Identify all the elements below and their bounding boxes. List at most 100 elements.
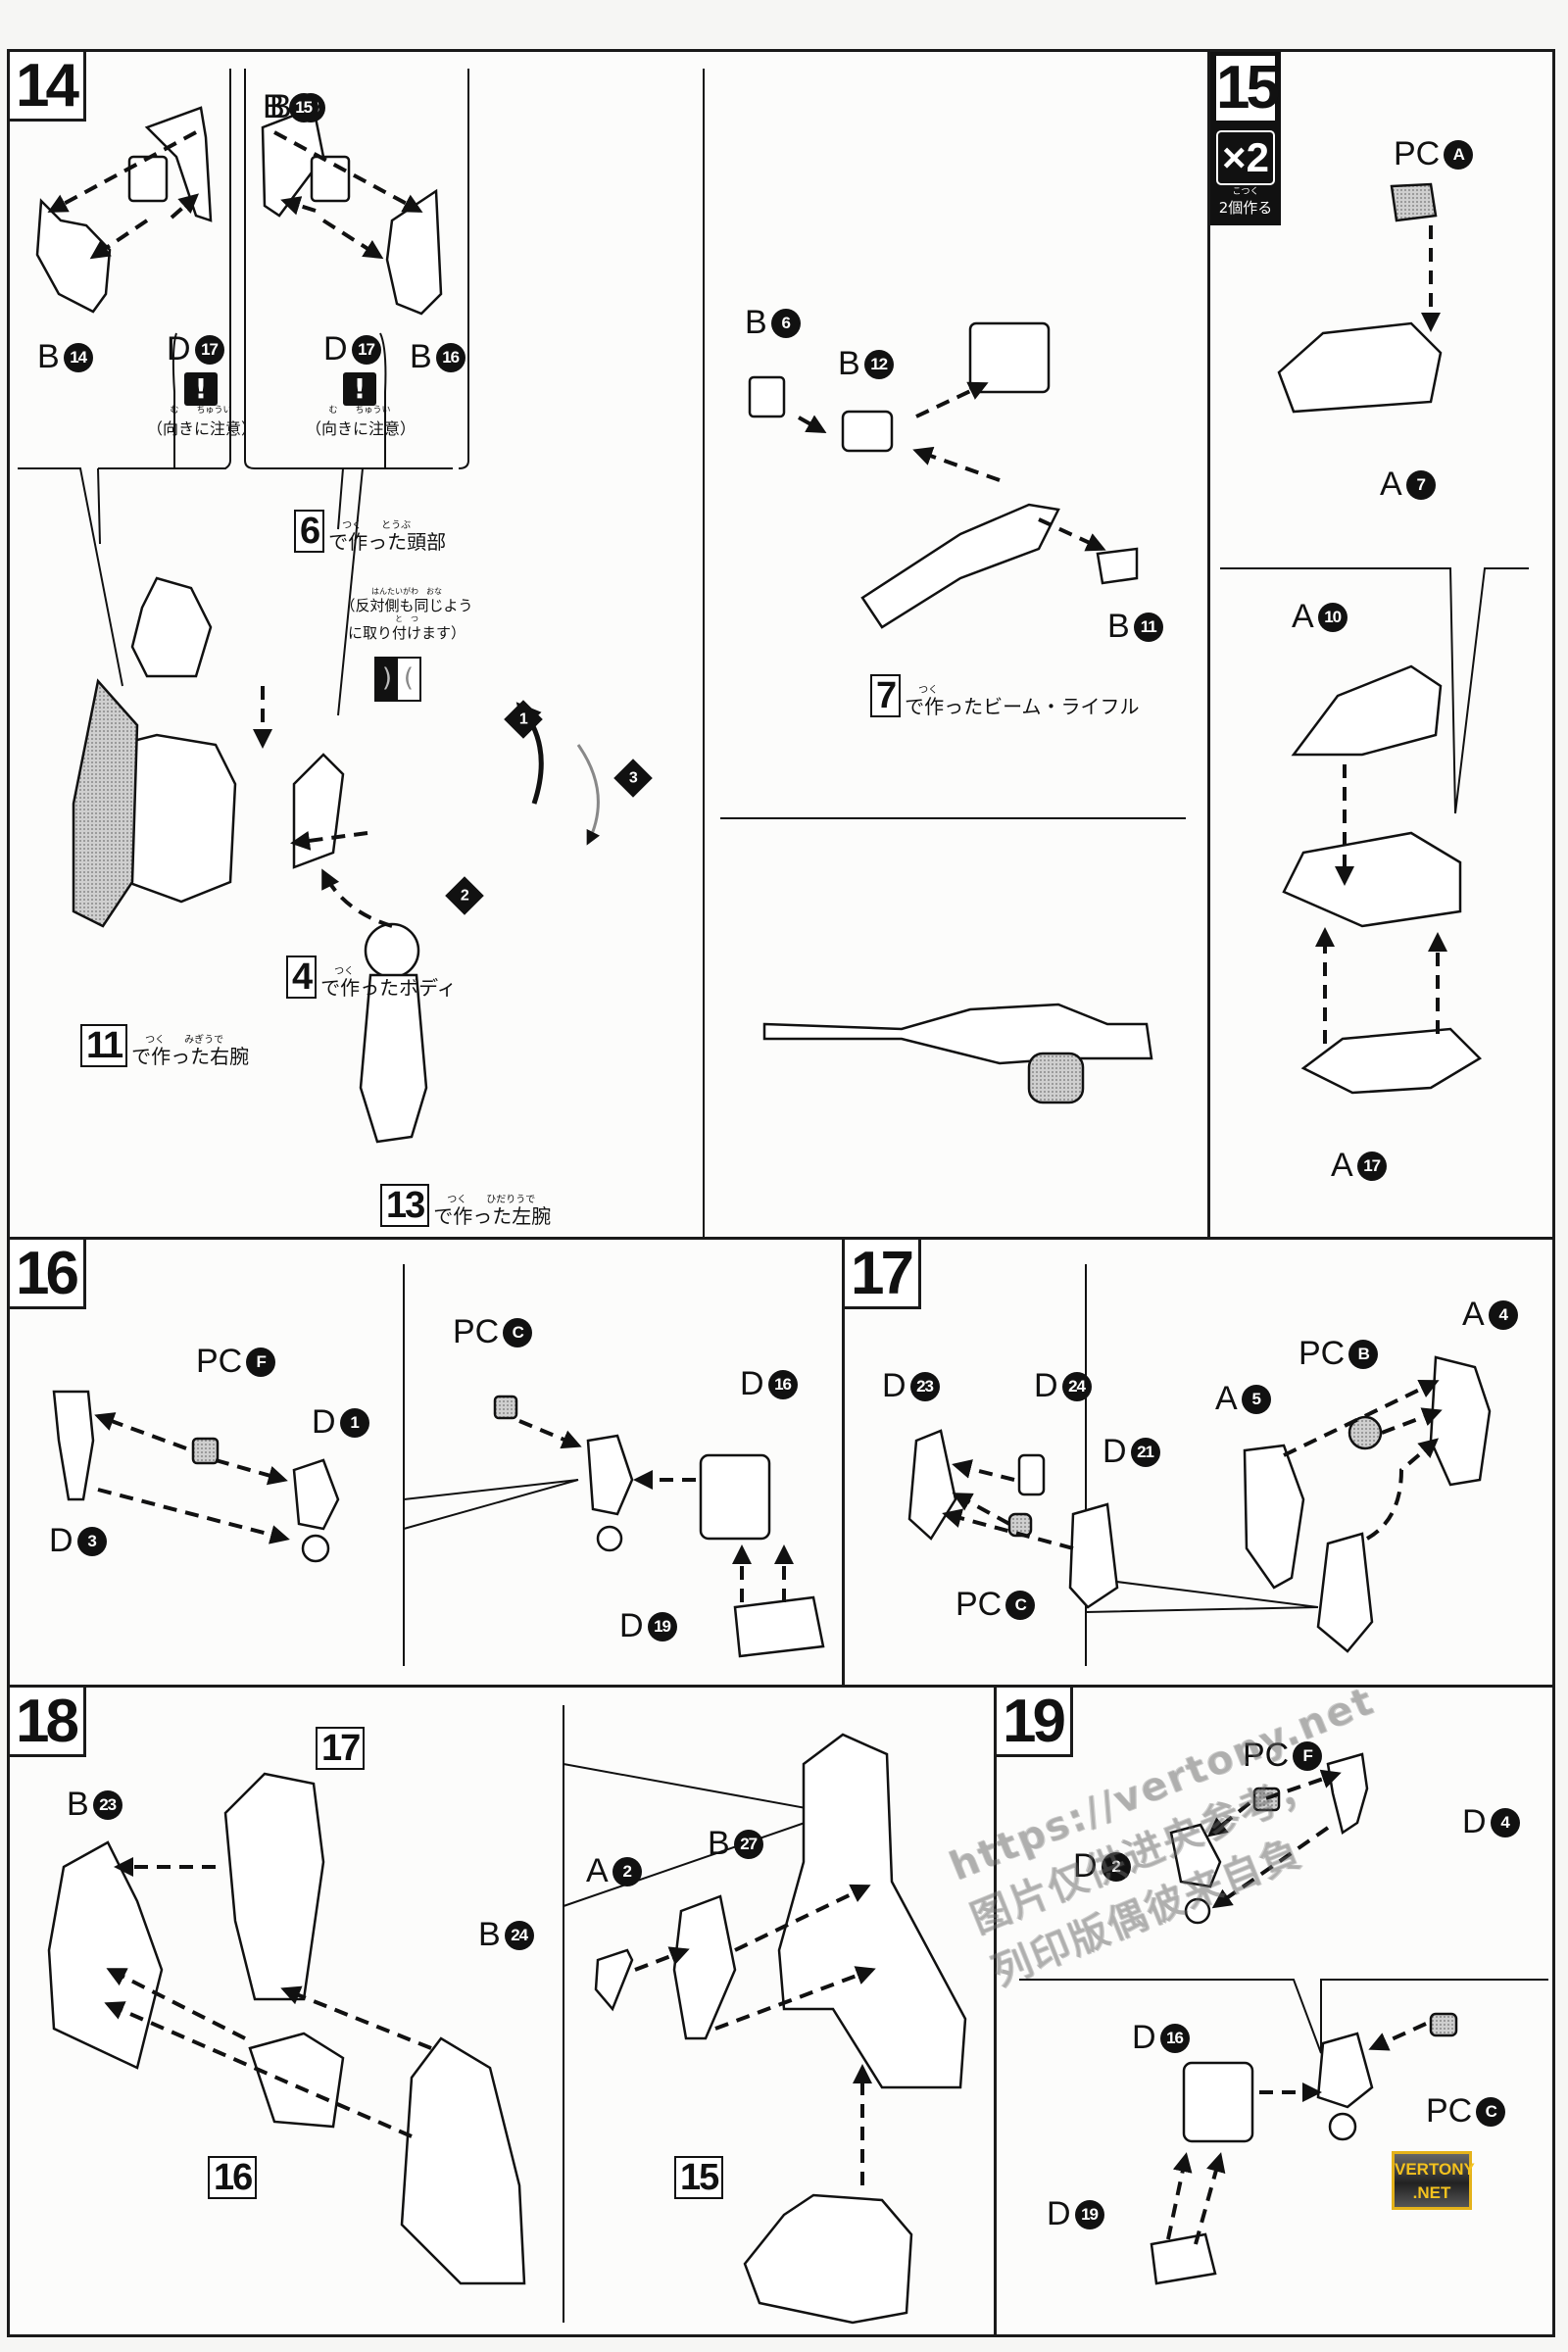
part-D23 [907,1429,957,1541]
part-B27 [672,1894,737,2040]
part-PCF [191,1437,220,1465]
part-D4 [1326,1752,1369,1836]
part-torso-core [223,1772,325,2001]
step-14-panel: 14 [7,49,1210,1240]
divider-line [98,69,231,469]
part-shoulder-armor [292,753,345,869]
part-B12 [841,410,894,453]
ball-joint [596,1525,623,1552]
callout-line [337,467,453,716]
divider-line [244,69,453,469]
orientation-caution: ! む ちゅうい （向きに注意） [147,372,258,438]
part-D3 [52,1390,95,1501]
part-B13 [144,106,213,222]
part-B23 [47,1840,164,2070]
part-right-arm [72,678,139,928]
assembled-rifle [762,1003,1153,1065]
ball-joint [1184,1897,1211,1925]
exclamation-icon: ! [184,372,218,406]
part-A4 [1429,1355,1492,1487]
mirror-note: はんたいがわ おな （反対側も同じよう と つ に取り付けます） [340,587,473,643]
part-A5 [1243,1444,1305,1590]
exclamation-icon: ! [343,372,376,406]
part-base-assembled [743,2193,913,2325]
part-PCA [1390,182,1438,222]
part-A17 [1300,1027,1483,1095]
part-B11 [1096,547,1139,585]
ball-joint [1328,2112,1357,2141]
part-B24 [400,2036,526,2285]
ref-step-17: 17 [316,1727,366,1770]
orientation-caution: ! む ちゅうい （向きに注意） [306,372,416,438]
ref-right-arm-from-step-11: 11 つく みぎうでで作った右腕 [80,1024,249,1067]
part-D24 [1017,1453,1046,1496]
part-head [130,576,213,678]
part-PCC [1429,2012,1458,2037]
rotate-arrow [576,744,601,846]
vertony-logo-badge: VERTONY .NET [1392,2151,1475,2210]
hip-joint [1316,2032,1374,2109]
part-PCB [1348,1415,1383,1450]
part-B16 [385,188,443,316]
part-D16 [1182,2061,1254,2143]
step-number: 19 [997,1688,1073,1757]
part-D2 [1169,1823,1222,1888]
step-number: 15 [1216,54,1280,122]
step-15-panel: 15 ×2 こつく 2個作る [1207,49,1555,1240]
step-number: 14 [10,52,86,122]
part-rifle [860,503,1060,629]
part-A10 [1291,664,1443,757]
callout-line [1220,567,1529,814]
ref-step-16: 16 [208,2156,258,2199]
part-A2 [594,1948,634,2012]
ref-head-from-step-6: 6 つく とうぶで作った頭部 [294,510,446,553]
part-left-arm [359,973,428,1144]
part-D17 [310,155,351,203]
ref-step-15: 15 [674,2156,724,2199]
part-A7 [1277,321,1443,414]
divider-line [458,69,469,469]
part-torso-assembled [777,1733,967,2089]
mirror-side-icon: )( [374,657,421,702]
ref-rifle-from-step-7: 7 つくで作ったビーム・ライフル [870,674,1140,717]
part-PCC [493,1395,518,1420]
part-B6 [748,375,786,418]
ball-joint [301,1534,330,1563]
multiplier-note: こつく 2個作る [1218,187,1273,217]
part-B14 [35,198,112,314]
part-hips [248,2032,345,2129]
multiplier-badge: ×2 [1216,130,1275,185]
part-shoulder-joint [968,321,1051,394]
step-number-15: 15 ×2 こつく 2個作る [1210,52,1281,225]
step-number: 16 [10,1240,86,1309]
